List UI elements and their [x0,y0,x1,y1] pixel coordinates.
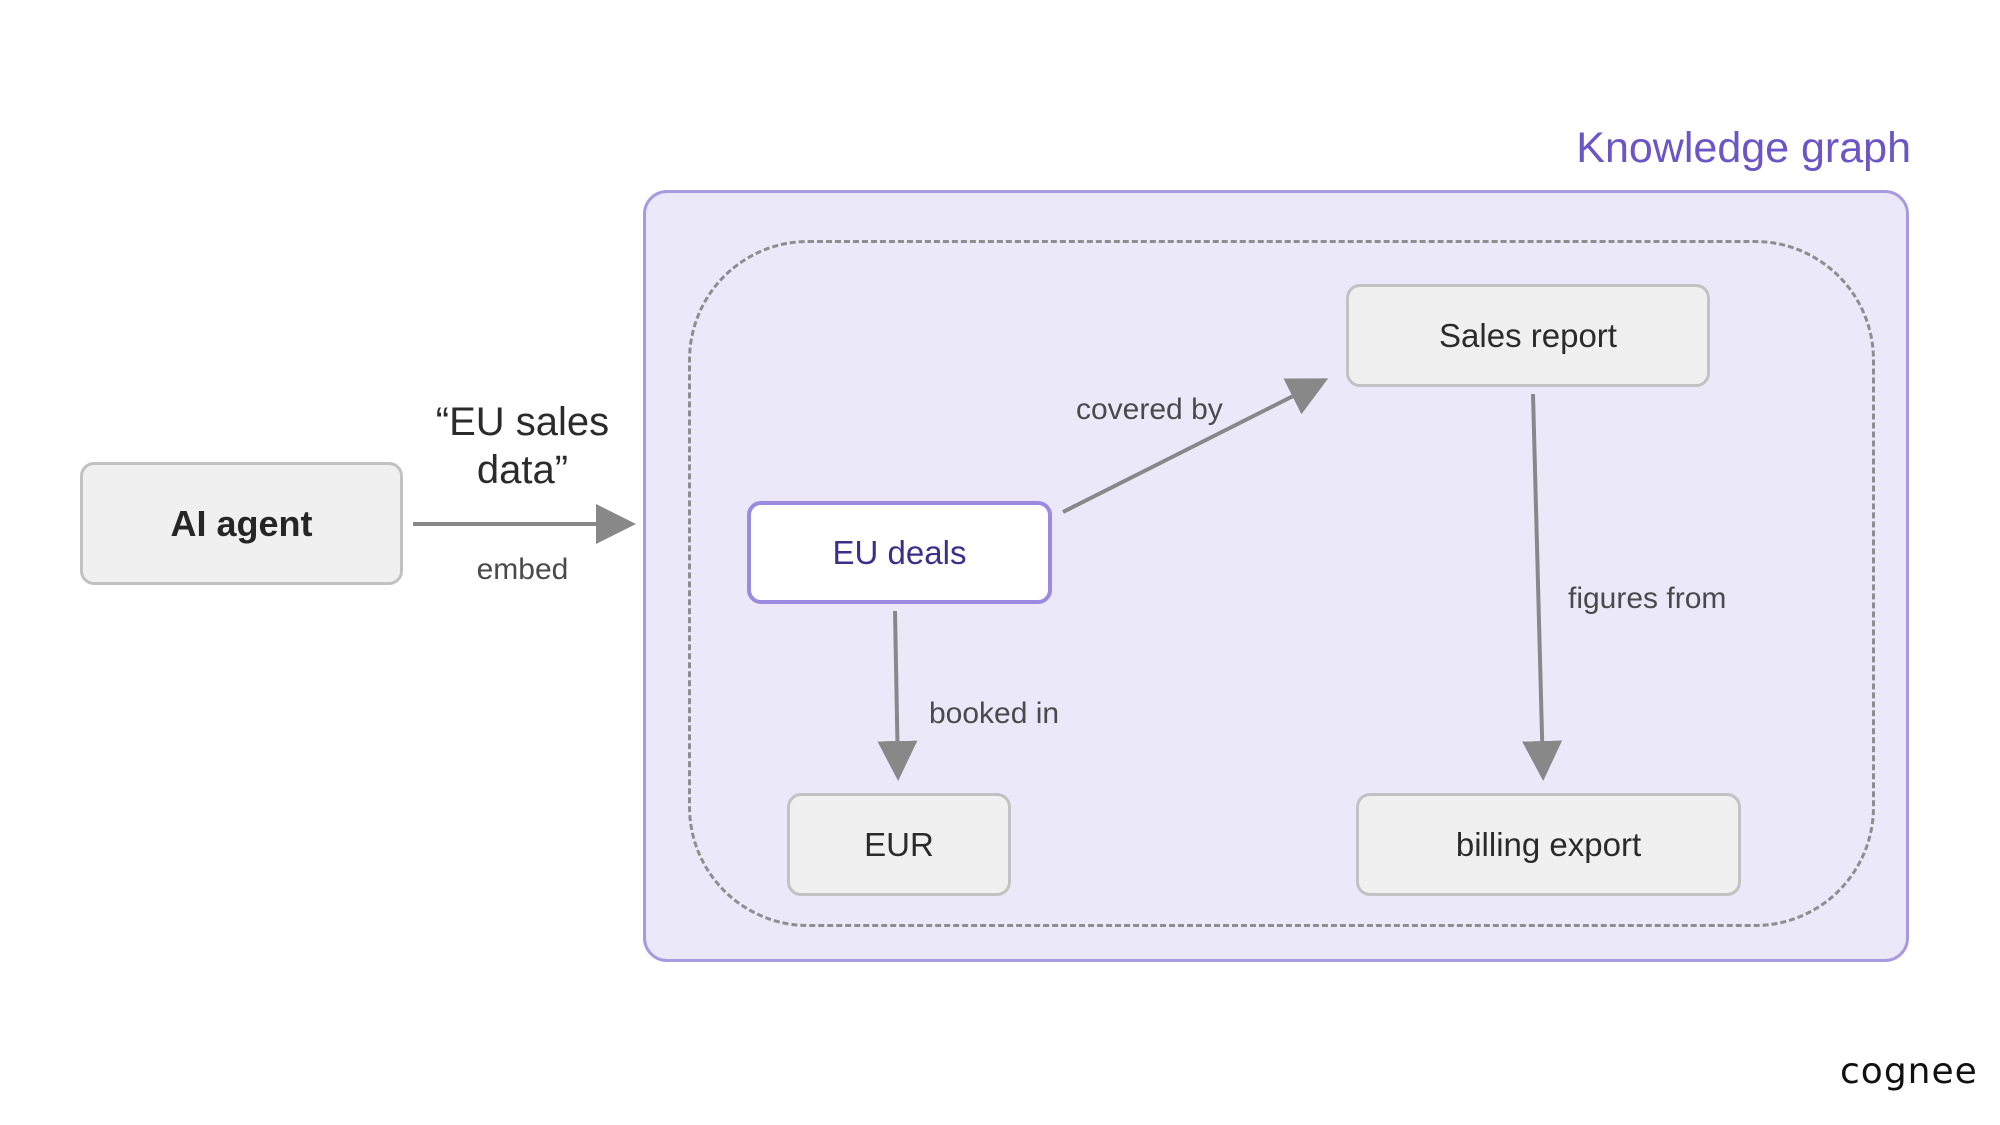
ai-agent-node: AI agent [80,462,403,585]
knowledge-graph-title: Knowledge graph [1576,124,1911,172]
figures-from-edge-label: figures from [1568,582,1727,615]
eur-node: EUR [787,793,1011,896]
sales-report-node: Sales report [1346,284,1710,387]
query-text: “EU sales data” [435,400,610,492]
billing-export-node: billing export [1356,793,1741,896]
booked-in-edge-label: booked in [929,697,1060,730]
cognee-logo: cognee [1840,1051,1978,1092]
eu-deals-node: EU deals [747,501,1052,604]
covered-by-edge-label: covered by [1076,393,1223,426]
knowledge-graph-dashed-region [688,240,1875,927]
embed-edge-label: embed [476,553,569,586]
